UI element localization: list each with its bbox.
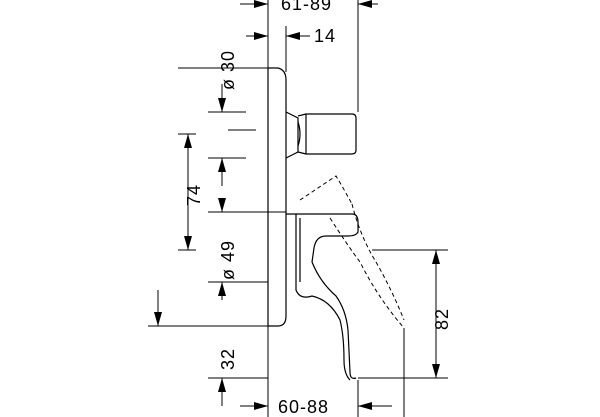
- top-depth-label: 61-89: [281, 0, 332, 14]
- cover-plate: [267, 66, 287, 327]
- top-depth-dimension: [240, 0, 378, 112]
- diverter-diameter-dimension: [178, 67, 268, 186]
- lever-height-label: 82: [432, 308, 452, 330]
- center-distance-dimension: [178, 133, 196, 251]
- lever-height-dimension: [358, 249, 448, 379]
- diverter-knob: [285, 111, 357, 159]
- top-offset-dimension: [246, 26, 310, 66]
- bottom-depth-dimension: [240, 380, 392, 417]
- cartridge-diameter-dimension: [208, 198, 286, 300]
- lever-handle: [286, 175, 405, 417]
- top-offset-label: 14: [314, 26, 336, 46]
- diverter-diameter-label: ø 30: [218, 50, 238, 90]
- bottom-offset-label: 32: [218, 348, 238, 370]
- center-distance-label: 74: [184, 184, 204, 206]
- cartridge-diameter-label: ø 49: [218, 240, 238, 280]
- bottom-depth-label: 60-88: [278, 397, 329, 417]
- bottom-offset-dimension: [148, 290, 268, 406]
